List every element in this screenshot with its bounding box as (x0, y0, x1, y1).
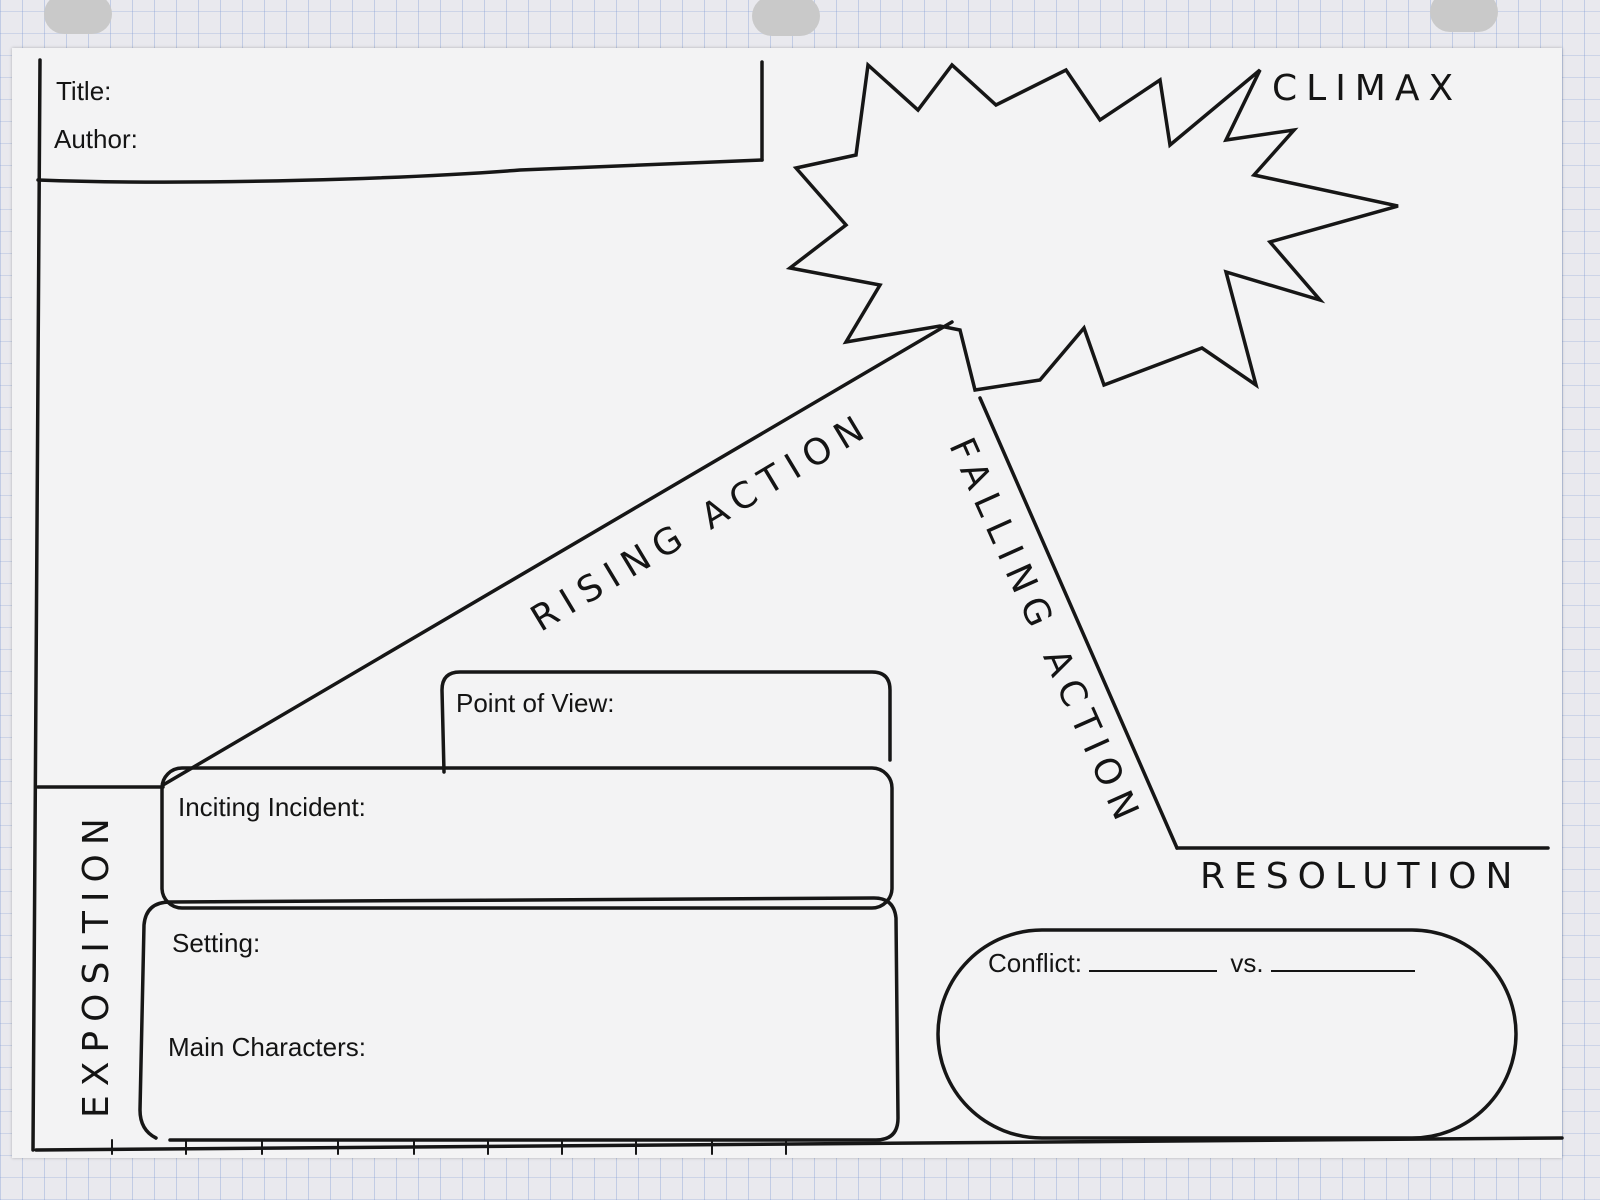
conflict-label: Conflict: (988, 948, 1082, 978)
conflict-blank-1[interactable] (1089, 952, 1218, 972)
conflict-blank-2[interactable] (1270, 952, 1415, 972)
inciting-incident-box-outline (160, 766, 894, 910)
inciting-incident-label: Inciting Incident: (178, 792, 366, 822)
bottom-tick-marks (111, 1139, 787, 1155)
point-of-view-label: Point of View: (456, 688, 615, 718)
resolution-label: RESOLUTION (1200, 856, 1522, 897)
binder-hole-right (1430, 0, 1498, 32)
binder-hole-left (44, 0, 112, 34)
title-label: Title: (56, 76, 112, 106)
title-box-bottom-edge (36, 158, 764, 184)
conflict-vs-label: vs. (1230, 948, 1264, 978)
author-label: Author: (54, 124, 138, 154)
bottom-border-line (34, 1136, 1564, 1152)
exposition-label: EXPOSITION (76, 809, 117, 1118)
conflict-row: Conflict: vs. (988, 948, 1415, 979)
conflict-box-outline (936, 928, 1518, 1140)
climax-starburst-shape (785, 61, 1399, 392)
climax-label: CLIMAX (1272, 68, 1463, 109)
left-border-line (31, 58, 42, 1152)
point-of-view-box-outline (440, 670, 892, 774)
main-characters-label: Main Characters: (168, 1032, 366, 1062)
setting-label: Setting: (172, 928, 261, 958)
rising-action-line (161, 320, 954, 787)
binder-hole-middle (752, 0, 820, 36)
setting-characters-box-outline (138, 896, 900, 1142)
falling-action-line (978, 396, 1179, 850)
